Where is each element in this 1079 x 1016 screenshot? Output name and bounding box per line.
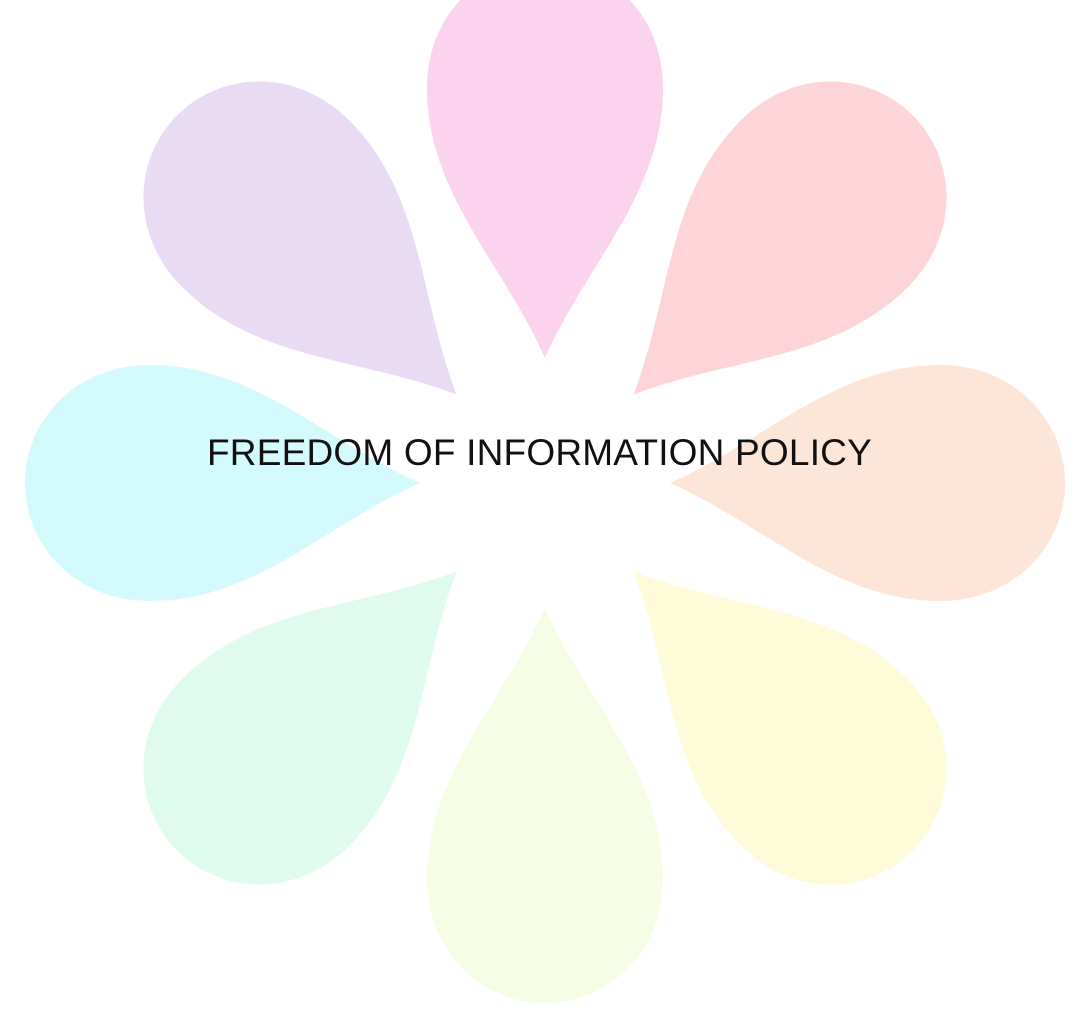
petal-bottom xyxy=(427,608,663,1003)
petal-left xyxy=(25,365,420,601)
petal-top xyxy=(427,0,663,358)
document-title: FREEDOM OF INFORMATION POLICY xyxy=(207,432,872,473)
petal-bottom-left xyxy=(143,571,457,885)
petal-bottom-right xyxy=(633,571,947,885)
petal-top-right xyxy=(633,81,947,395)
petal-right xyxy=(670,365,1065,601)
petal-top-left xyxy=(143,81,457,395)
